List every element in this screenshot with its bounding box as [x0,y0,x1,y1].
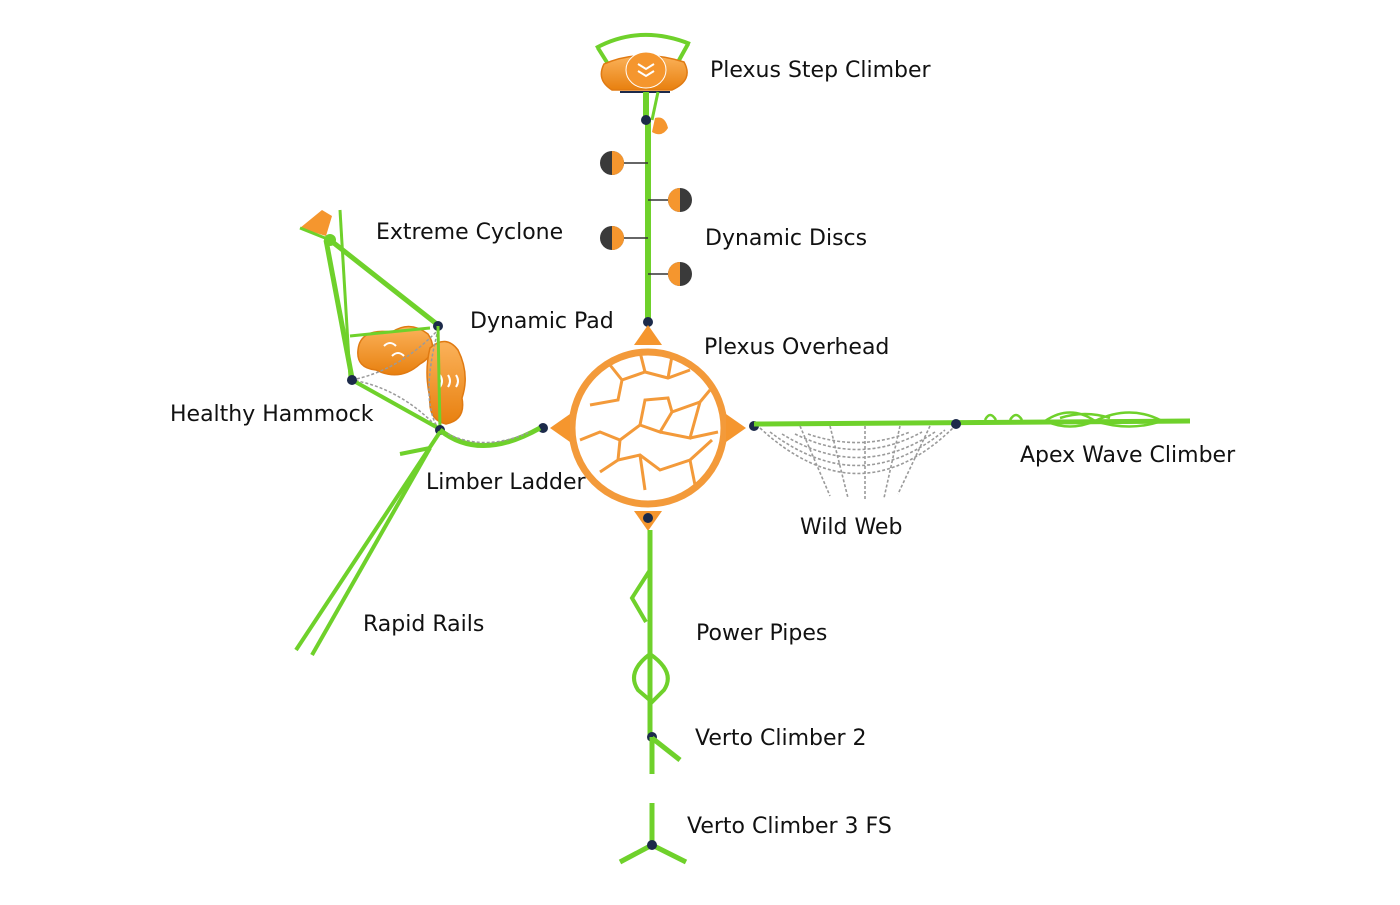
label-dynamic-pad: Dynamic Pad [470,309,614,334]
label-extreme-cyclone: Extreme Cyclone [376,220,564,245]
plexus-step-climber-structure [595,32,691,121]
label-power-pipes: Power Pipes [696,621,828,646]
label-plexus-step-climber: Plexus Step Climber [710,58,931,83]
wild-web-structure [753,418,1191,500]
dynamic-pad-structure [349,325,466,425]
label-verto-climber-3fs: Verto Climber 3 FS [687,814,892,839]
label-limber-ladder: Limber Ladder [426,470,586,495]
dynamic-discs-structure [600,115,692,327]
label-healthy-hammock: Healthy Hammock [170,402,374,427]
label-verto-climber-2: Verto Climber 2 [695,726,867,751]
rapid-rails-structure [294,430,442,656]
extreme-cyclone-structure [299,209,443,379]
label-dynamic-discs: Dynamic Discs [705,226,868,251]
verto-climber-3fs-structure [618,803,688,865]
label-wild-web: Wild Web [800,515,903,540]
verto-climber-2-structure [649,736,682,774]
label-apex-wave-climber: Apex Wave Climber [1020,443,1236,468]
label-plexus-overhead: Plexus Overhead [704,335,890,360]
apex-wave-climber-structure [983,411,1166,428]
limber-ladder-structure [438,425,542,448]
power-pipes-structure [629,530,670,742]
plexus-overhead-structure [538,325,759,531]
label-rapid-rails: Rapid Rails [363,612,485,637]
